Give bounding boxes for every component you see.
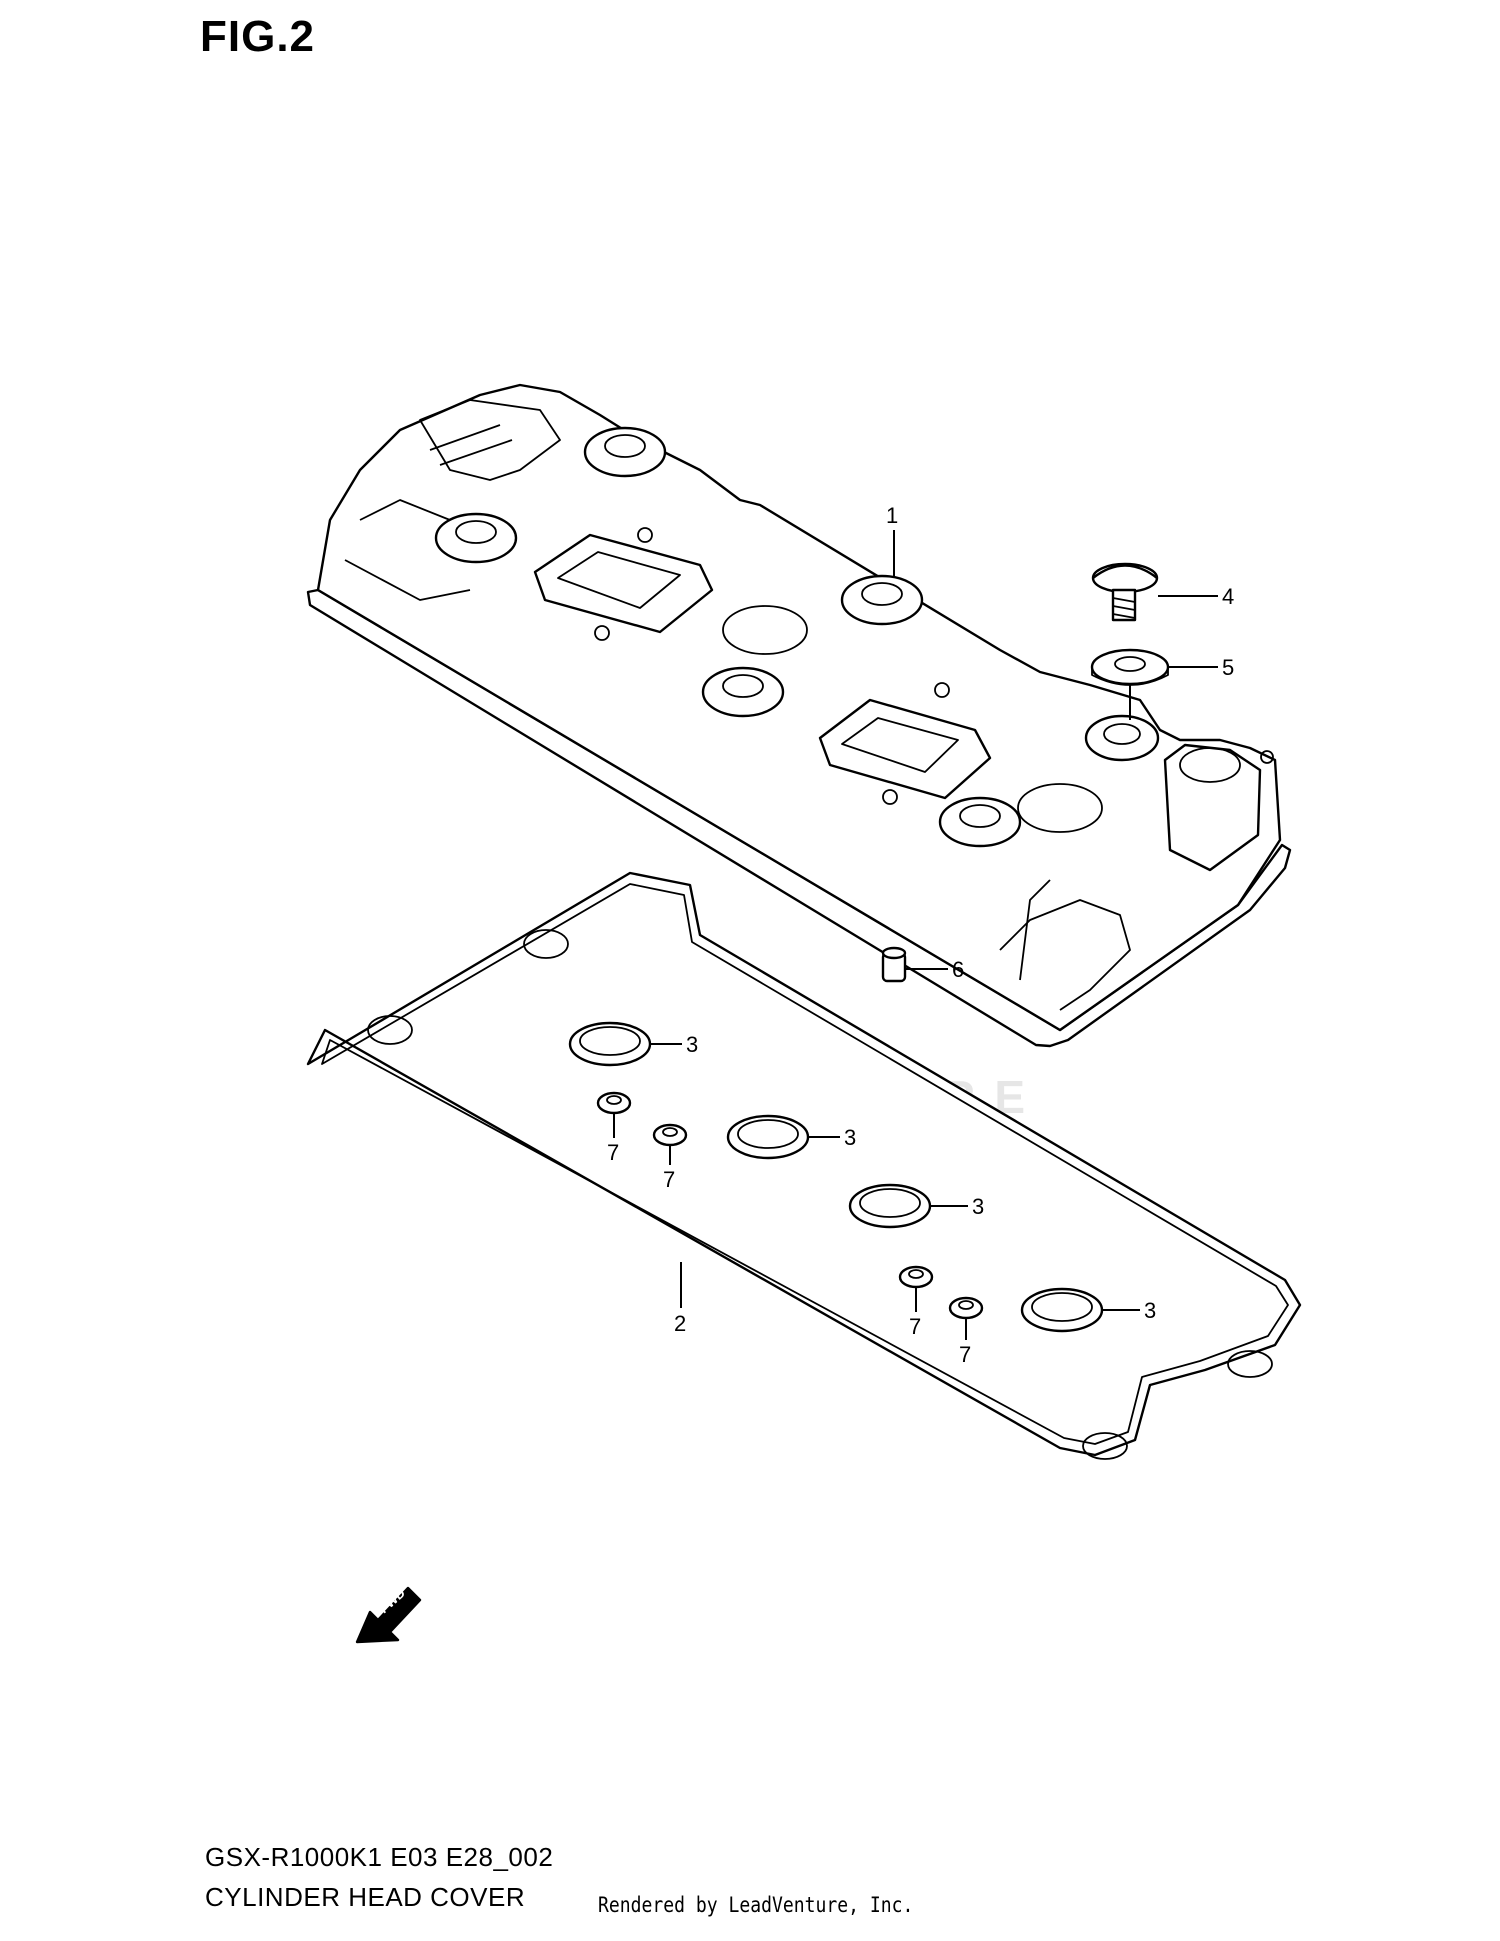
spark-plug-boss-1 xyxy=(583,426,667,478)
callout-3a: 3 xyxy=(686,1032,698,1057)
valve-opening-left xyxy=(533,533,714,634)
cylinder-head-cover-part[interactable] xyxy=(306,383,1292,1048)
callout-3d: 3 xyxy=(1144,1298,1156,1323)
rendered-by-credit: Rendered by LeadVenture, Inc. xyxy=(598,1893,914,1917)
callout-4: 4 xyxy=(1222,584,1234,609)
leader-lines xyxy=(613,530,1218,1340)
washer-part[interactable] xyxy=(1090,648,1170,686)
callout-3b: 3 xyxy=(844,1125,856,1150)
callout-6: 6 xyxy=(952,957,964,982)
small-seal-part-a[interactable] xyxy=(596,1091,632,1115)
callout-7d: 7 xyxy=(959,1342,971,1367)
callout-5: 5 xyxy=(1222,655,1234,680)
small-seal-part-d[interactable] xyxy=(948,1296,984,1320)
callout-1: 1 xyxy=(886,503,898,528)
valve-opening-right xyxy=(818,698,992,800)
model-code: GSX-R1000K1 E03 E28_002 xyxy=(205,1842,554,1872)
fwd-arrow-icon: FWD xyxy=(355,1585,422,1644)
bolt-part[interactable] xyxy=(1091,562,1159,622)
figure-title: FIG.2 xyxy=(200,12,316,61)
spark-plug-boss-3 xyxy=(840,574,924,626)
dowel-pin-part[interactable] xyxy=(881,946,907,983)
small-seal-part-b[interactable] xyxy=(652,1123,688,1147)
callout-7a: 7 xyxy=(607,1140,619,1165)
spark-plug-boss-5 xyxy=(938,796,1022,848)
callout-7c: 7 xyxy=(909,1314,921,1339)
spark-plug-boss-4 xyxy=(701,666,785,718)
spark-plug-boss-6 xyxy=(1084,714,1160,762)
callout-7b: 7 xyxy=(663,1167,675,1192)
plug-seal-part-b[interactable] xyxy=(726,1114,810,1160)
section-name: CYLINDER HEAD COVER xyxy=(205,1882,526,1912)
plug-seal-part-c[interactable] xyxy=(848,1183,932,1229)
plug-seal-part-d[interactable] xyxy=(1020,1287,1104,1333)
plug-seal-part-a[interactable] xyxy=(568,1021,652,1067)
callout-3c: 3 xyxy=(972,1194,984,1219)
small-seal-part-c[interactable] xyxy=(898,1265,934,1289)
callout-2: 2 xyxy=(674,1311,686,1336)
spark-plug-boss-2 xyxy=(434,512,518,564)
